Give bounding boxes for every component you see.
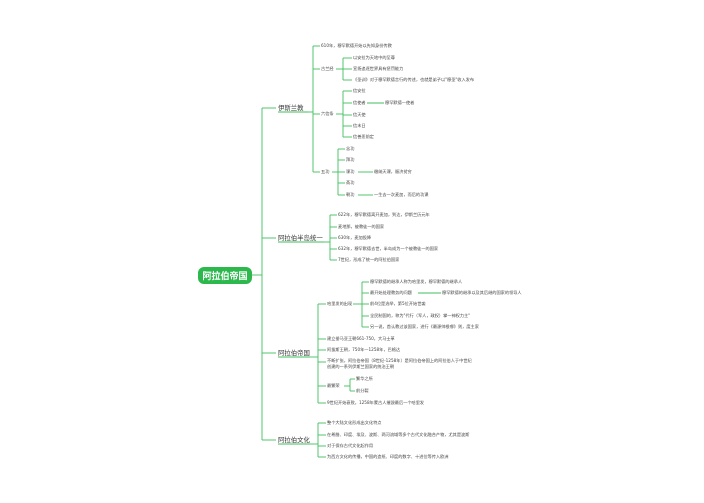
leaf[interactable]: 前分裂: [356, 388, 369, 393]
leaf[interactable]: 全民制国的，称为"代行（军人，政权）掌一神权力主": [370, 313, 471, 318]
leaf[interactable]: 622年，穆罕默德离开麦加，到达，伊斯兰历元年: [338, 212, 430, 217]
leaf[interactable]: 穆罕默德的继承以及其后继的国家的领导人: [442, 290, 522, 295]
leaf[interactable]: 信使者: [353, 100, 366, 105]
leaf[interactable]: 最开始处理教务的问题: [370, 290, 412, 295]
leaf[interactable]: 阿拔斯王朝，750年—1258年，巴格达: [327, 347, 401, 352]
leaf[interactable]: 朝功: [346, 192, 355, 197]
leaf[interactable]: 信末日: [353, 123, 366, 128]
leaf[interactable]: 整个大陆文化形成出文化特点: [327, 420, 382, 425]
leaf[interactable]: 穆罕默德—使者: [385, 100, 415, 105]
leaf[interactable]: 穆罕默德的继承人称为哈里发，穆罕默德的继承人: [370, 279, 463, 284]
branch-empire[interactable]: 阿拉伯帝国: [278, 349, 310, 357]
branch-unification[interactable]: 阿拉伯半岛统一: [278, 234, 323, 242]
leaf[interactable]: 斋功: [346, 180, 355, 185]
leaf[interactable]: 信安拉: [353, 88, 366, 93]
leaf[interactable]: 宣扬追逐世界具有惩罚能力: [353, 66, 404, 71]
leaf[interactable]: 不断扩张，阿拉伯帝国（8世纪-1258年）是阿拉伯帝国上的阿拉伯人于中世纪创建的…: [327, 358, 472, 369]
leaf[interactable]: 最繁荣: [327, 383, 340, 388]
leaf[interactable]: 《圣训》对于穆罕默德言行的传述，也就是弟子以"穆圣"收入发布: [353, 77, 475, 82]
leaf[interactable]: 另一说，首认教过该国家，进行《最源帅根哪》则，度主家: [370, 324, 479, 329]
leaf[interactable]: 9世纪开始衰败，1258年蒙古人摧毁最后一个哈里发: [327, 400, 425, 405]
leaf[interactable]: 为西方文化的传播，中国的造纸、印度的数字、十进位等传入欧洲: [327, 454, 449, 459]
leaf[interactable]: 以安拉为天地中的至尊: [353, 55, 395, 60]
leaf[interactable]: 建立倭马亚王朝661-750，大马士革: [327, 336, 395, 341]
leaf[interactable]: 630年，麦加投降: [338, 235, 372, 240]
leaf-caliph[interactable]: 哈里发的出现: [327, 301, 353, 306]
leaf[interactable]: 信天使: [353, 112, 366, 117]
branch-islam[interactable]: 伊斯兰教: [278, 104, 304, 112]
leaf[interactable]: 缴纳天课，赈济贫穷: [374, 169, 412, 174]
leaf-quran[interactable]: 古兰经: [321, 66, 334, 71]
leaf[interactable]: 一生去一次麦加，而后的功课: [374, 192, 429, 197]
leaf[interactable]: 拜功: [346, 157, 355, 162]
root-topic[interactable]: 阿拉伯帝国: [198, 267, 252, 284]
leaf-six-beliefs[interactable]: 六信条: [321, 111, 334, 116]
leaf[interactable]: 信善恶前定: [353, 134, 374, 139]
branch-culture[interactable]: 阿拉伯文化: [278, 436, 310, 444]
leaf[interactable]: 632年，穆罕默德去世，半岛成为一个被教徒一的国家: [338, 246, 439, 251]
leaf[interactable]: 前4位是选举，第5位开始世袭: [370, 301, 426, 306]
leaf[interactable]: 610年，穆罕默德开始以先知身份传教: [321, 43, 392, 48]
leaf[interactable]: 繁华之所: [356, 376, 373, 381]
leaf[interactable]: 课功: [346, 169, 355, 174]
leaf[interactable]: 在希腊、印度、埃及、波斯、两河流域等多个古代文化融合产物，尤其是波斯: [327, 432, 470, 437]
leaf-five-pillars[interactable]: 五功: [321, 169, 330, 174]
leaf[interactable]: 麦地那，被教徒一的国家: [338, 224, 385, 229]
leaf[interactable]: 对于保存古代文化起作用: [327, 443, 374, 448]
leaf[interactable]: 7世纪，形成了统一的阿拉伯国家: [338, 257, 400, 262]
leaf[interactable]: 念功: [346, 146, 355, 151]
